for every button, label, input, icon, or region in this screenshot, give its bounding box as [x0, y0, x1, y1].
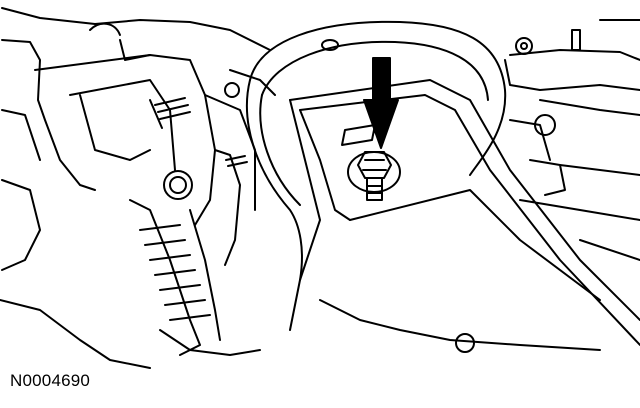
- lower-left-bracket: [0, 199, 261, 369]
- stud-bolts: [149, 82, 248, 200]
- mount-nut: [347, 151, 401, 201]
- right-side-components: [504, 19, 640, 261]
- left-engine-housing: [1, 7, 276, 271]
- mount-bracket-arm: [289, 79, 640, 353]
- engine-mount: [246, 20, 507, 281]
- figure-reference-code: N0004690: [10, 371, 91, 390]
- pointer-arrow: [363, 57, 399, 149]
